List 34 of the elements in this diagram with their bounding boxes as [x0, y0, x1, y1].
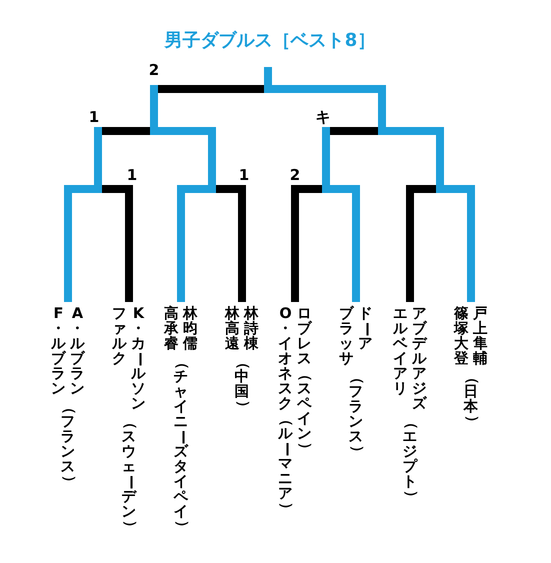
title: 男子ダブルス［ベスト8］	[164, 30, 376, 52]
country-name: （チャイニーズタイペイ）	[174, 355, 188, 535]
player-name: エルベイアリ	[393, 307, 408, 397]
score-label: 2	[148, 63, 160, 78]
player-name: O・イオネスク（ルーマニア）	[278, 307, 293, 517]
score-label: 1	[126, 168, 138, 183]
bracket-line	[216, 185, 246, 302]
player-name: アブデルアジズ	[412, 307, 427, 412]
country-name: （フランス）	[60, 400, 76, 490]
country-name: （フランス）	[348, 370, 364, 460]
country-name: （中国）	[234, 355, 250, 415]
player-name: ファルク	[112, 307, 127, 367]
player-name: 林昀儒	[183, 307, 198, 352]
player-name: 林高遠	[225, 307, 240, 352]
country-name: （スウェーデン）	[122, 415, 136, 535]
player-name: K・カールソン	[131, 307, 146, 412]
score-label: 2	[290, 168, 300, 183]
player-name: 戸上隼輔	[473, 307, 488, 367]
player-name: 高承睿	[164, 307, 179, 352]
bracket-line	[102, 185, 133, 302]
bracket-line	[291, 185, 322, 302]
country-name: （エジプト）	[402, 415, 418, 505]
score-label: キ	[316, 110, 330, 125]
player-name: ドーア	[358, 307, 373, 352]
player-name: A・ルブラン	[70, 307, 85, 397]
player-name: F・ルブラン	[51, 307, 66, 397]
score-label: 1	[88, 110, 100, 125]
player-name: 林詩棟	[244, 307, 259, 352]
bracket-line	[406, 185, 436, 302]
player-name: ロブレス（スペイン）	[297, 307, 312, 457]
country-name: （日本）	[464, 370, 478, 430]
score-label: 1	[238, 168, 250, 183]
player-name: ブラッサ	[339, 307, 354, 367]
player-name: 篠塚大登	[454, 307, 469, 367]
